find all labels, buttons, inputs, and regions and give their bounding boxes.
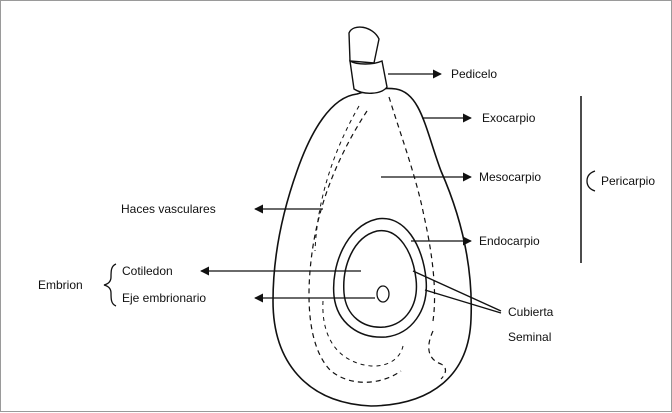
label-cotiledon: Cotiledon	[122, 264, 173, 278]
seed-coat	[344, 231, 417, 328]
endocarp	[334, 218, 427, 337]
label-pedicelo: Pedicelo	[451, 67, 497, 81]
embrion-brace	[104, 264, 116, 306]
vascular-bundle-bottom	[429, 331, 446, 379]
pericarpio-brace	[587, 171, 595, 191]
vascular-bundle-middle	[315, 106, 359, 251]
label-endocarpio: Endocarpio	[479, 234, 540, 248]
embryonic-axis	[377, 286, 389, 302]
label-mesocarpio: Mesocarpio	[479, 170, 541, 184]
label-embrion: Embrion	[38, 278, 83, 292]
label-eje-embrionario: Eje embrionario	[122, 291, 206, 305]
label-seminal: Seminal	[508, 330, 551, 344]
label-exocarpio: Exocarpio	[482, 111, 536, 125]
label-cubierta: Cubierta	[508, 305, 554, 319]
fruit-outline	[273, 88, 471, 406]
label-pericarpio: Pericarpio	[601, 174, 655, 188]
pedicel-stem	[349, 27, 387, 93]
label-haces-vasculares: Haces vasculares	[121, 202, 216, 216]
